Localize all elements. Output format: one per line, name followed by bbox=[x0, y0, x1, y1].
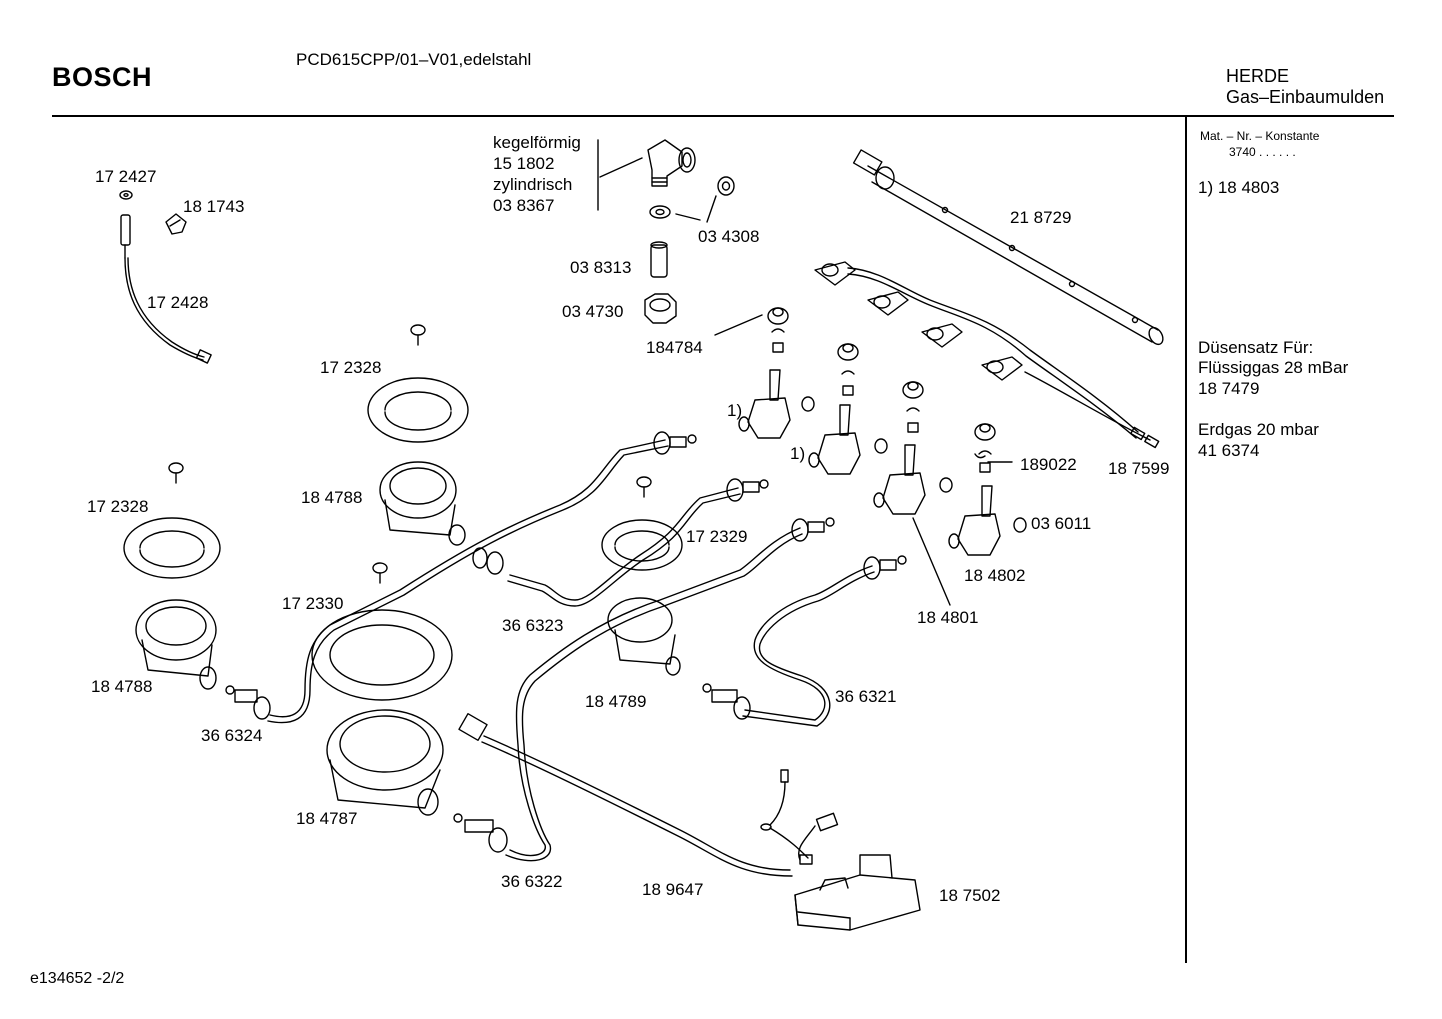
label-184784: 184784 bbox=[646, 338, 703, 357]
label-187599: 18 7599 bbox=[1108, 459, 1170, 478]
label-kegelfoermig: kegelförmig bbox=[493, 133, 581, 152]
gas-valves bbox=[739, 370, 1026, 555]
label-034308: 03 4308 bbox=[698, 227, 760, 246]
label-218729: 21 8729 bbox=[1010, 208, 1072, 227]
brand-logo: BOSCH bbox=[52, 62, 153, 92]
label-172427: 17 2427 bbox=[95, 167, 157, 186]
model-number: PCD615CPP/01–V01,edelstahl bbox=[296, 50, 532, 69]
mat-nr-label: Mat. – Nr. – Konstante bbox=[1200, 129, 1320, 143]
footnote-1: 1) 18 4803 bbox=[1198, 178, 1280, 197]
label-172328-upper: 17 2328 bbox=[320, 358, 382, 377]
label-151802: 15 1802 bbox=[493, 154, 555, 173]
nozzle-lpg-part: 18 7479 bbox=[1198, 379, 1260, 398]
label-366324: 36 6324 bbox=[201, 726, 263, 745]
category-gas-einbaumulden: Gas–Einbaumulden bbox=[1226, 87, 1385, 107]
screws bbox=[169, 325, 651, 583]
label-181743: 18 1743 bbox=[183, 197, 245, 216]
label-034730: 03 4730 bbox=[562, 302, 624, 321]
label-036011: 03 6011 bbox=[1031, 514, 1092, 533]
label-189022: 189022 bbox=[1020, 455, 1077, 474]
nozzle-natgas-part: 41 6374 bbox=[1198, 441, 1260, 460]
label-184802: 18 4802 bbox=[964, 566, 1026, 585]
gas-rail bbox=[854, 150, 1166, 347]
washer-icon bbox=[650, 206, 670, 218]
label-038313: 03 8313 bbox=[570, 258, 632, 277]
label-184801: 18 4801 bbox=[917, 608, 979, 627]
valve-caps bbox=[768, 308, 995, 472]
sidebar-divider bbox=[1185, 117, 1187, 963]
label-038367: 03 8367 bbox=[493, 196, 555, 215]
igniter-harness bbox=[815, 262, 1159, 447]
category-herde: HERDE bbox=[1226, 66, 1290, 86]
mounting-rings bbox=[124, 378, 682, 700]
nozzle-icon bbox=[651, 245, 667, 277]
nut-icon bbox=[645, 294, 676, 323]
pipe-fittings bbox=[226, 432, 906, 852]
mat-nr-value: 3740 . . . . . . bbox=[1229, 145, 1296, 159]
nozzle-natgas-label: Erdgas 20 mbar bbox=[1198, 420, 1319, 439]
label-zylindrisch: zylindrisch bbox=[493, 175, 573, 194]
label-ref-1b: 1) bbox=[790, 444, 806, 463]
label-184788-lower: 18 4788 bbox=[91, 677, 153, 696]
label-ref-1a: 1) bbox=[727, 401, 743, 420]
label-189647: 18 9647 bbox=[642, 880, 704, 899]
label-184787: 18 4787 bbox=[296, 809, 358, 828]
ignition-wiring bbox=[459, 714, 838, 876]
thermocouple bbox=[120, 191, 211, 363]
document-id: e134652 -2/2 bbox=[30, 970, 125, 987]
label-172328-lower: 17 2328 bbox=[87, 497, 149, 516]
spark-generator bbox=[795, 855, 920, 930]
washer-icon bbox=[718, 177, 734, 195]
nozzle-set-title: Düsensatz Für: bbox=[1198, 338, 1314, 357]
clip-icon bbox=[166, 214, 186, 234]
elbow-fitting bbox=[648, 140, 695, 186]
label-366323: 36 6323 bbox=[502, 616, 564, 635]
nozzle-lpg-label: Flüssiggas 28 mBar bbox=[1198, 358, 1349, 377]
label-172428: 17 2428 bbox=[147, 293, 209, 312]
label-184788-upper: 18 4788 bbox=[301, 488, 363, 507]
label-366322: 36 6322 bbox=[501, 872, 563, 891]
label-366321: 36 6321 bbox=[835, 687, 897, 706]
burner-bases bbox=[136, 462, 680, 815]
header-divider bbox=[52, 115, 1394, 117]
label-187502: 18 7502 bbox=[939, 886, 1001, 905]
gas-pipes bbox=[268, 440, 874, 861]
label-172329: 17 2329 bbox=[686, 527, 748, 546]
label-184789: 18 4789 bbox=[585, 692, 647, 711]
label-172330: 17 2330 bbox=[282, 594, 344, 613]
